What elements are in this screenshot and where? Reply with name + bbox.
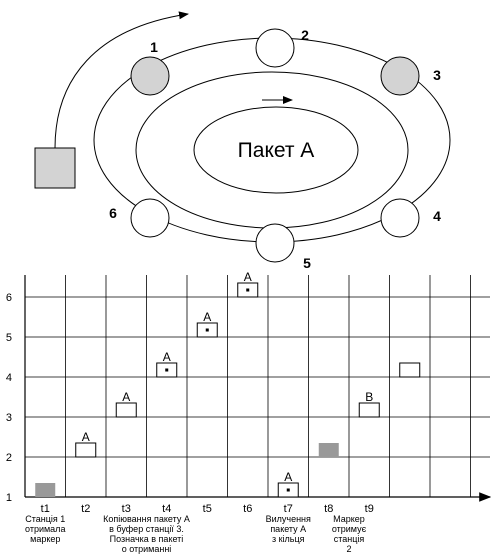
packet-mark-dot [205,328,209,332]
y-tick-label: 3 [6,412,12,424]
caption-line: Копіювання пакету А [103,514,190,524]
caption-line: пакету А [270,524,306,534]
caption-line: отримує [332,524,367,534]
station-3-number: 3 [433,67,441,83]
caption-line: Вилучення [266,514,311,524]
station-6 [130,198,170,238]
x-tick-label: t8 [324,503,333,515]
host-to-ring-arrow [54,11,189,149]
station-2-number: 2 [301,27,309,43]
packet-box [399,362,421,378]
caption-line: маркер [30,534,60,544]
packet-label: A [163,350,171,364]
station-4-number: 4 [433,208,441,224]
packet-box [75,442,97,458]
packet-box [358,402,380,418]
x-tick-label: t4 [162,503,171,515]
marker-token [318,443,339,457]
caption-line: отримала [25,524,65,534]
x-tick-label: t9 [365,503,374,515]
station-2 [255,28,295,68]
station-1 [130,56,170,96]
packet-mark-dot [246,288,250,292]
caption-line: о отриманні [122,544,172,554]
caption-line: з кільця [272,534,305,544]
x-tick-label: t7 [284,503,293,515]
packet-label: A [284,470,292,484]
caption-line: 2 [346,544,351,554]
packet-mark-dot [286,488,290,492]
y-tick-label: 4 [6,372,12,384]
packet-label: A [122,390,130,404]
x-tick-label: t6 [243,503,252,515]
station-3 [380,56,420,96]
packet-label: A [82,430,90,444]
marker-token [35,483,56,497]
caption-line: Маркер [333,514,365,524]
station-5-number: 5 [303,255,311,271]
station-6-number: 6 [109,205,117,221]
host-square [34,147,76,189]
y-tick-label: 2 [6,452,12,464]
station-5 [255,223,295,263]
ring-diagram: Пакет А 1 2 3 4 5 6 [34,11,451,271]
caption-line: Позначка в пакеті [110,534,184,544]
packet-label: A [244,270,252,284]
center-packet-label: Пакет А [238,139,315,162]
station-4 [380,198,420,238]
x-tick-label: t1 [41,503,50,515]
x-tick-label: t3 [122,503,131,515]
timing-grid: A A A A A A B 1 2 3 4 5 6 t1 t2 t3 t4 t5 t6 t7 t8 t9 Станція… [6,270,492,554]
packet-mark-dot [165,368,169,372]
caption-line: станція [334,534,365,544]
x-tick-label: t5 [203,503,212,515]
packet-box [115,402,137,418]
caption-line: в буфер станції 3. [109,524,184,534]
y-tick-label: 6 [6,292,12,304]
caption-line: Станція 1 [25,514,65,524]
y-tick-label: 1 [6,492,12,504]
y-tick-label: 5 [6,332,12,344]
packet-label: B [365,390,373,404]
center-packet-ellipse [193,106,359,194]
x-tick-label: t2 [81,503,90,515]
station-1-number: 1 [150,39,158,55]
packet-label: A [203,310,211,324]
